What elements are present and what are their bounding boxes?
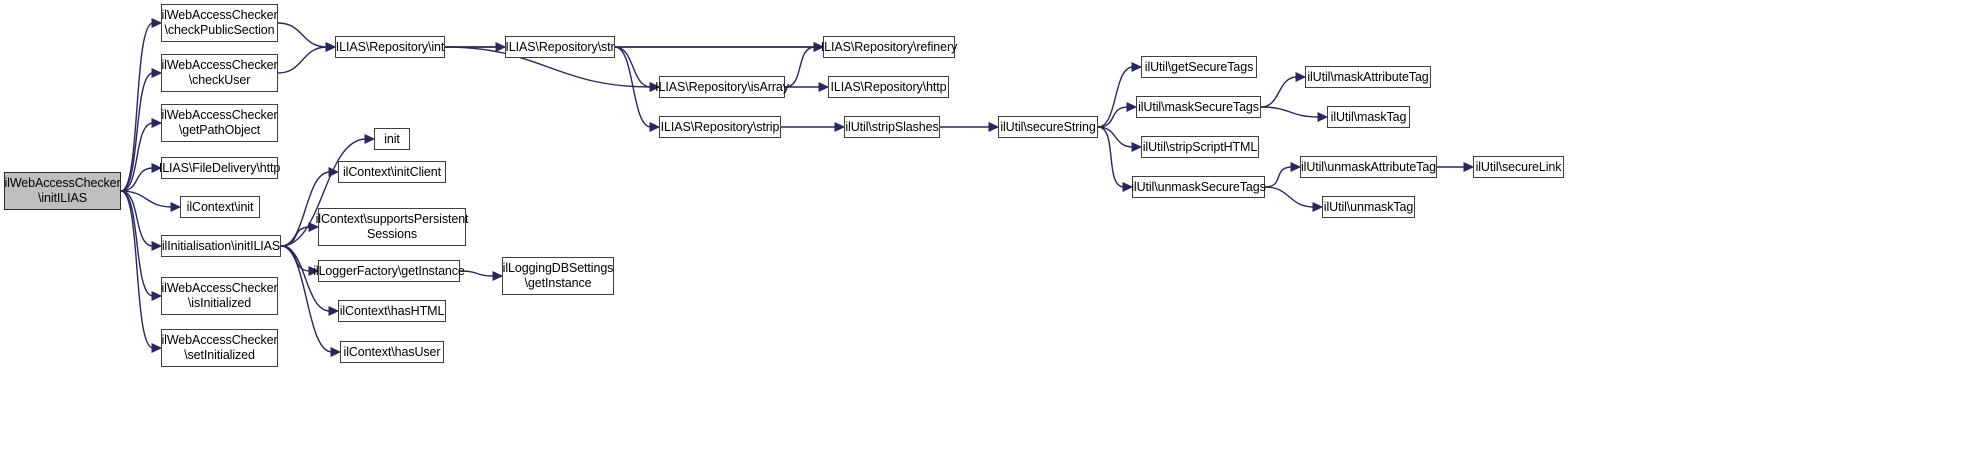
graph-node-il-web-access-checker-check-public-section[interactable]: ilWebAccessChecker \checkPublicSection [161, 4, 278, 42]
call-edge-arrowhead [328, 306, 340, 316]
call-edge [1264, 166, 1293, 188]
call-edge-arrowhead [151, 241, 163, 251]
call-edge [1264, 186, 1315, 208]
call-edge-arrowhead [151, 118, 163, 128]
call-edge [277, 22, 328, 48]
call-edge [277, 46, 328, 74]
call-edge-arrowhead [151, 68, 163, 78]
graph-node-il-web-access-checker-init-ilias[interactable]: ilWebAccessChecker \initILIAS [4, 172, 121, 210]
call-edge [1097, 126, 1125, 188]
call-edge [280, 226, 311, 247]
call-edge-arrowhead [1312, 202, 1324, 212]
call-edge [784, 46, 816, 88]
call-edge-arrowhead [151, 291, 163, 301]
call-edge-arrowhead [1131, 62, 1143, 72]
call-edge [120, 190, 173, 208]
graph-node-il-util-mask-tag[interactable]: ilUtil\maskTag [1327, 106, 1410, 128]
call-edge [280, 245, 311, 272]
call-edge-arrowhead [492, 271, 504, 281]
call-edge-arrowhead [649, 122, 661, 132]
call-edge [120, 190, 154, 247]
graph-node-il-util-get-secure-tags[interactable]: ilUtil\getSecureTags [1141, 56, 1257, 78]
call-edge-arrowhead [151, 343, 163, 353]
call-edge-arrowhead [988, 122, 1000, 132]
graph-node-il-web-access-checker-set-initialized[interactable]: ilWebAccessChecker \setInitialized [161, 329, 278, 367]
graph-node-il-context-supports-persistent-sessions[interactable]: ilContext\supportsPersistent Sessions [316, 208, 469, 246]
call-edge-arrowhead [1131, 142, 1143, 152]
graph-node-il-logger-factory-get-instance[interactable]: ilLoggerFactory\getInstance [313, 260, 465, 282]
graph-node-ilias-file-delivery-http[interactable]: ILIAS\FileDelivery\http [159, 157, 280, 179]
call-edge [120, 122, 154, 192]
call-edge [1097, 126, 1134, 148]
graph-node-il-util-unmask-attribute-tag[interactable]: ilUtil\unmaskAttributeTag [1300, 156, 1437, 178]
graph-node-il-util-mask-secure-tags[interactable]: ilUtil\maskSecureTags [1136, 96, 1261, 118]
call-edge-arrowhead [1126, 102, 1138, 112]
call-edge [120, 190, 154, 297]
graph-node-il-context-has-user[interactable]: ilContext\hasUser [340, 341, 444, 363]
graph-node-ilias-repository-str[interactable]: ILIAS\Repository\str [505, 36, 615, 58]
call-edge-arrowhead [330, 347, 342, 357]
graph-node-il-context-has-html[interactable]: ilContext\hasHTML [338, 300, 446, 322]
call-edge [459, 270, 495, 277]
call-edge-arrowhead [1463, 162, 1475, 172]
call-edge-arrowhead [364, 134, 376, 144]
call-edge [120, 167, 154, 192]
graph-node-il-util-strip-slashes[interactable]: ilUtil\stripSlashes [844, 116, 940, 138]
graph-node-il-initialisation-init-ilias[interactable]: ilInitialisation\initILIAS [161, 235, 281, 257]
call-edge-arrowhead [818, 82, 830, 92]
call-edge [614, 46, 652, 128]
graph-node-il-util-mask-attribute-tag[interactable]: ilUtil\maskAttributeTag [1305, 66, 1431, 88]
graph-node-il-util-unmask-tag[interactable]: ilUtil\unmaskTag [1322, 196, 1415, 218]
graph-node-ilias-repository-int[interactable]: ILIAS\Repository\int [335, 36, 445, 58]
graph-node-il-context-init[interactable]: ilContext\init [180, 196, 260, 218]
call-edge-arrowhead [1317, 112, 1329, 122]
graph-node-ilias-repository-is-array[interactable]: ILIAS\Repository\isArray [655, 76, 789, 98]
graph-node-ilias-repository-strip[interactable]: ILIAS\Repository\strip [659, 116, 781, 138]
call-edge [120, 190, 154, 349]
graph-node-ilias-repository-refinery[interactable]: ILIAS\Repository\refinery [821, 36, 957, 58]
graph-node-il-web-access-checker-check-user[interactable]: ilWebAccessChecker \checkUser [161, 54, 278, 92]
call-edge-arrowhead [170, 202, 182, 212]
call-edge-arrowhead [834, 122, 846, 132]
graph-node-il-util-strip-script-html[interactable]: ilUtil\stripScriptHTML [1141, 136, 1259, 158]
call-edge-arrowhead [151, 18, 163, 28]
graph-node-il-context-init-client[interactable]: ilContext\initClient [338, 161, 446, 183]
call-edge [614, 46, 652, 88]
graph-node-il-web-access-checker-get-path-object[interactable]: ilWebAccessChecker \getPathObject [161, 104, 278, 142]
graph-node-il-util-unmask-secure-tags[interactable]: ilUtil\unmaskSecureTags [1131, 176, 1266, 198]
call-edge [1097, 106, 1129, 128]
graph-node-il-util-secure-link[interactable]: ilUtil\secureLink [1473, 156, 1564, 178]
graph-node-il-web-access-checker-is-initialized[interactable]: ilWebAccessChecker \isInitialized [161, 277, 278, 315]
call-edge [1260, 106, 1320, 118]
call-edge-arrowhead [1290, 162, 1302, 172]
call-edge [120, 22, 154, 192]
call-edge-arrowhead [328, 167, 340, 177]
graph-node-il-util-secure-string[interactable]: ilUtil\secureString [998, 116, 1098, 138]
call-edge-arrowhead [1295, 72, 1307, 82]
call-edge-arrowhead [325, 42, 337, 52]
graph-node-init[interactable]: init [374, 128, 410, 150]
call-edge [1097, 66, 1134, 128]
call-edge [1260, 76, 1298, 108]
call-edge-arrowhead [495, 42, 507, 52]
call-edge-arrowhead [325, 42, 337, 52]
call-edge [120, 72, 154, 192]
graph-node-il-logging-dbsettings-get-instance[interactable]: ilLoggingDBSettings \getInstance [502, 257, 614, 295]
graph-node-ilias-repository-http[interactable]: ILIAS\Repository\http [828, 76, 949, 98]
